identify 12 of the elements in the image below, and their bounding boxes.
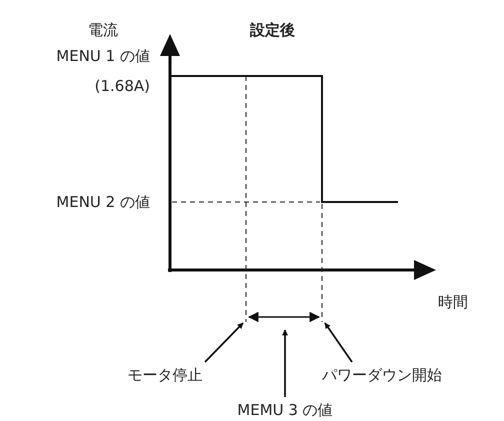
callout-text: モータ停止 — [100, 365, 230, 385]
value-label: MENU 1 の値 — [55, 46, 150, 66]
leader-arrow — [204, 322, 244, 363]
axis-label: 時間 — [438, 292, 469, 312]
axis-label: 電流 — [88, 20, 119, 40]
chart-title: 設定後 — [250, 20, 295, 40]
leader-arrow — [324, 322, 353, 363]
leader-arrow — [282, 329, 288, 397]
callout-text: MEMU 3 の値 — [205, 400, 365, 420]
value-label: (1.68A) — [94, 76, 150, 96]
callout-text: パワーダウン開始 — [322, 365, 502, 385]
value-label: MENU 2 の値 — [55, 192, 150, 212]
